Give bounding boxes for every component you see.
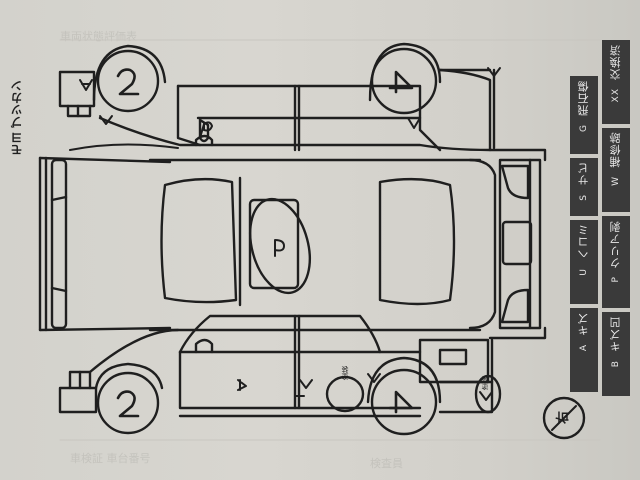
legend-item-s: S サビ xyxy=(570,158,598,216)
left-side-view xyxy=(58,42,496,152)
legend-label: サビ xyxy=(577,162,590,186)
a-marks xyxy=(79,67,501,401)
legend-label: 補修跡 xyxy=(609,132,622,168)
legend-item-b: B キズ凹 xyxy=(602,312,630,396)
legend-label: ヘコミ xyxy=(577,224,590,260)
legend-label: 飛石傷 xyxy=(577,80,590,116)
paint-circle-front xyxy=(325,375,365,413)
paint-circle-rear xyxy=(474,374,502,414)
circle-note-rear: 塗装 xyxy=(481,376,489,390)
front-view xyxy=(38,156,172,332)
legend-label: 交換済 xyxy=(609,44,622,80)
legend-code: P xyxy=(611,276,621,283)
legend-item-xx: XX 交換済 xyxy=(602,40,630,124)
footer-faint-text-right: 検査員 xyxy=(370,457,403,470)
wheel-marks xyxy=(116,68,414,418)
legend-label: クリア剥 xyxy=(609,220,622,268)
legend-code: U xyxy=(579,268,589,276)
footer-faint-text-left: 車検証 車台番号 xyxy=(70,452,151,465)
legend-item-w: W 補修跡 xyxy=(602,128,630,212)
roof-damage-circle xyxy=(249,197,311,295)
legend-item-g: G 飛石傷 xyxy=(570,76,598,154)
legend-item-p: P クリア剥 xyxy=(602,216,630,308)
legend-item-a: A キズ xyxy=(570,308,598,392)
legend-code: B xyxy=(611,360,621,368)
p-marks xyxy=(199,121,285,257)
side-marker-circle xyxy=(542,396,586,440)
legend-label: キズ凹 xyxy=(609,316,622,352)
handwritten-note: モヨ ブツカン xyxy=(10,79,24,156)
circle-note-front: 塗装 xyxy=(341,366,349,380)
top-view xyxy=(148,148,547,340)
side-marker-label: 右 xyxy=(556,410,572,425)
damage-legend: A キズ U ヘコミ S サビ G 飛石傷 B キズ xyxy=(570,36,636,396)
legend-item-u: U ヘコミ xyxy=(570,220,598,304)
legend-code: XX xyxy=(611,88,621,103)
right-side-view xyxy=(58,314,502,436)
legend-label: キズ xyxy=(577,312,590,336)
legend-code: G xyxy=(579,124,589,132)
legend-code: S xyxy=(579,194,589,201)
legend-code: A xyxy=(579,344,589,352)
legend-code: W xyxy=(611,176,621,186)
